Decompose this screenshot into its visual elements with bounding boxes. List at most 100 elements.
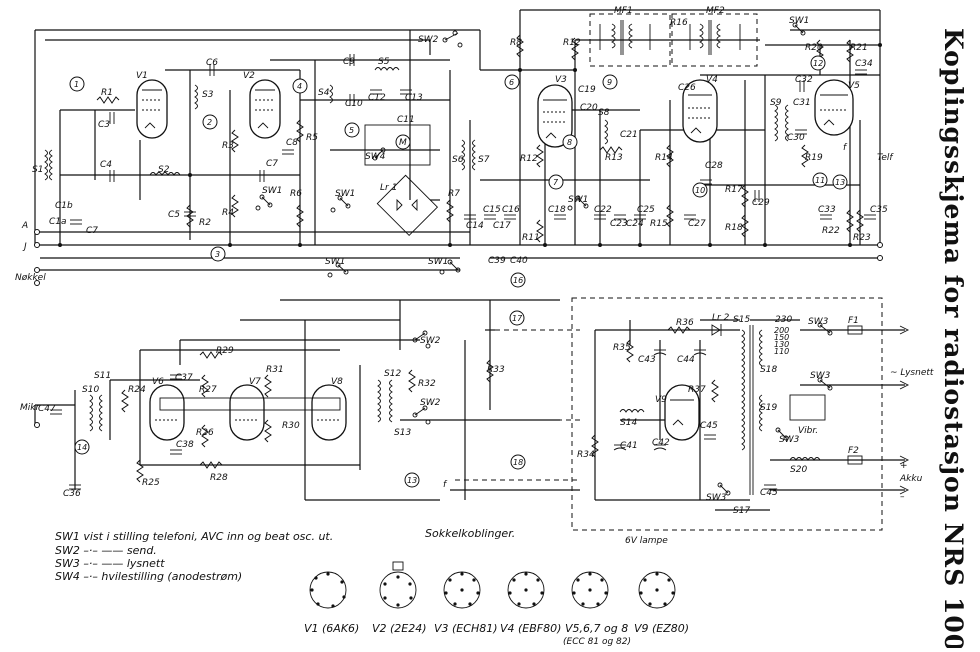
socket-label-v5: V5,6,7 og 8 (565, 622, 628, 635)
tube-v3 (537, 84, 573, 148)
svg-text:V5: V5 (848, 81, 860, 91)
svg-text:200: 200 (774, 326, 789, 335)
svg-text:SW1: SW1 (335, 189, 355, 199)
svg-text:R18: R18 (725, 223, 743, 233)
svg-text:C29: C29 (752, 198, 770, 208)
svg-text:R2: R2 (199, 218, 211, 228)
legend-sw2: SW2 –·– —— send. (55, 544, 157, 557)
svg-text:V6: V6 (152, 377, 164, 387)
svg-text:17: 17 (512, 314, 523, 323)
svg-text:C17: C17 (493, 221, 511, 231)
svg-text:S7: S7 (478, 155, 490, 165)
tube-v4 (682, 79, 718, 143)
svg-text:C25: C25 (637, 205, 655, 215)
lower-capacitors (50, 374, 182, 490)
diagram-title: Koplingsskjema for radiostasjon NRS 100 (939, 28, 968, 648)
svg-text:C27: C27 (688, 219, 706, 229)
svg-text:R30: R30 (282, 421, 300, 431)
svg-text:S3: S3 (202, 90, 214, 100)
upper-switch-contacts (255, 22, 806, 278)
svg-text:MF1: MF1 (614, 6, 633, 16)
svg-text:S13: S13 (394, 428, 411, 438)
svg-text:V2: V2 (243, 71, 255, 81)
svg-text:SW3: SW3 (706, 493, 727, 503)
svg-text:S8: S8 (598, 108, 610, 118)
svg-text:C4: C4 (100, 160, 112, 170)
svg-text:f: f (443, 480, 448, 490)
svg-text:SW1: SW1 (568, 195, 588, 205)
svg-text:16: 16 (513, 276, 523, 285)
svg-text:3: 3 (215, 250, 220, 259)
svg-text:150: 150 (774, 333, 789, 342)
svg-text:C40: C40 (510, 256, 528, 266)
svg-text:SW4: SW4 (365, 152, 386, 162)
socket-v9 (638, 571, 676, 609)
svg-text:SW3: SW3 (810, 371, 831, 381)
svg-text:2: 2 (207, 118, 212, 127)
svg-text:C45: C45 (700, 421, 718, 431)
svg-text:Vibr.: Vibr. (798, 426, 818, 436)
svg-text:MF2: MF2 (706, 6, 725, 16)
svg-text:Akku: Akku (899, 474, 923, 484)
svg-text:V1: V1 (136, 71, 148, 81)
svg-text:R12: R12 (520, 154, 538, 164)
svg-text:F1: F1 (848, 316, 859, 326)
svg-text:R20: R20 (805, 43, 823, 53)
if-transformers: MF1 MF2 R16 (589, 6, 758, 67)
svg-text:–: – (900, 492, 905, 502)
svg-text:C21: C21 (620, 130, 638, 140)
svg-text:C10: C10 (345, 99, 363, 109)
svg-text:S19: S19 (760, 403, 777, 413)
svg-text:R21: R21 (850, 43, 868, 53)
svg-text:SW3: SW3 (808, 317, 829, 327)
svg-text:R14: R14 (655, 153, 673, 163)
svg-text:R28: R28 (210, 473, 228, 483)
svg-text:SW2: SW2 (420, 398, 441, 408)
svg-text:S6: S6 (452, 155, 464, 165)
svg-text:14: 14 (77, 443, 87, 452)
svg-text:C16: C16 (502, 205, 520, 215)
svg-text:+: + (900, 461, 908, 471)
svg-text:9: 9 (607, 78, 612, 87)
upper-rf-section (34, 9, 881, 271)
svg-text:R29: R29 (216, 346, 234, 356)
svg-text:C11: C11 (397, 115, 415, 125)
svg-text:7: 7 (553, 178, 559, 187)
svg-text:SW2: SW2 (418, 35, 439, 45)
socket-v4 (507, 571, 545, 609)
svg-text:C38: C38 (176, 440, 194, 450)
svg-text:C28: C28 (705, 161, 723, 171)
svg-text:C18: C18 (548, 205, 566, 215)
socket-label-v2: V2 (2E24) (372, 622, 427, 635)
svg-text:R4: R4 (222, 208, 234, 218)
lower-tubes (149, 384, 347, 441)
svg-text:R3: R3 (222, 141, 234, 151)
svg-text:S9: S9 (770, 98, 782, 108)
svg-text:C45: C45 (760, 488, 778, 498)
mf2-box (671, 13, 758, 67)
svg-text:f: f (843, 143, 848, 153)
svg-text:C43: C43 (638, 355, 656, 365)
legend-sw3: SW3 –·– —— lysnett (55, 557, 165, 570)
svg-text:S2: S2 (158, 165, 170, 175)
svg-text:C31: C31 (793, 98, 811, 108)
svg-text:S4: S4 (318, 88, 330, 98)
legend-sw1: SW1 vist i stilling telefoni, AVC inn og… (55, 530, 333, 543)
svg-text:12: 12 (813, 59, 823, 68)
svg-text:R27: R27 (199, 385, 217, 395)
svg-text:10: 10 (695, 186, 705, 195)
svg-text:C26: C26 (678, 83, 696, 93)
tube-sockets (309, 561, 676, 609)
svg-text:S10: S10 (82, 385, 99, 395)
svg-text:F2: F2 (848, 446, 859, 456)
svg-text:C12: C12 (368, 93, 386, 103)
lower-switch-contacts (412, 330, 431, 425)
svg-text:C22: C22 (594, 205, 612, 215)
svg-text:R1: R1 (101, 88, 113, 98)
svg-text:C41: C41 (620, 441, 638, 451)
socket-v2 (379, 561, 417, 609)
svg-text:C8: C8 (286, 138, 298, 148)
svg-text:S18: S18 (760, 365, 777, 375)
svg-text:V7: V7 (249, 377, 261, 387)
svg-text:13: 13 (835, 178, 845, 187)
